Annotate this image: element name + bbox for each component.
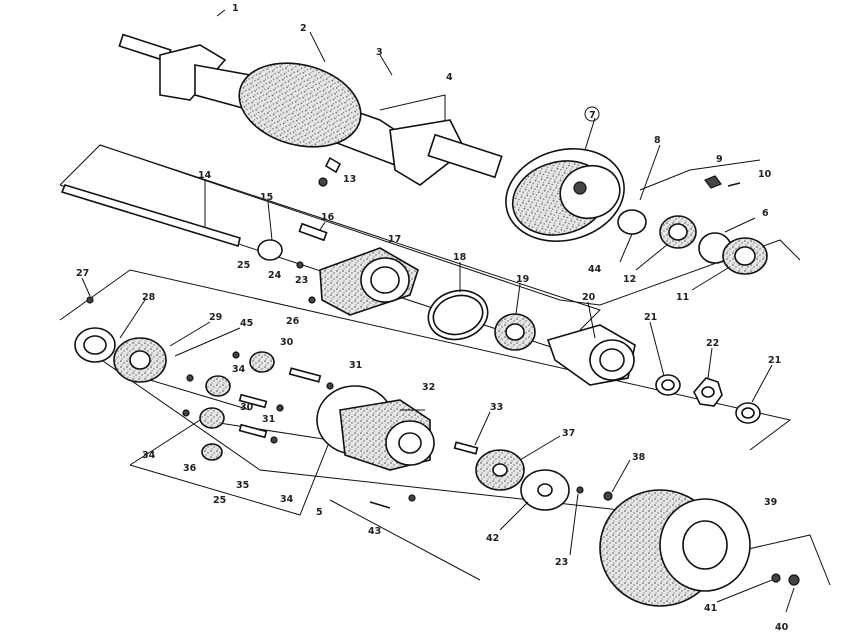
callout-19: 19 xyxy=(516,274,529,285)
callout-45: 45 xyxy=(240,318,253,329)
callout-14: 14 xyxy=(198,170,212,181)
callout-26: 26 xyxy=(286,316,300,327)
callout-25-a: 25 xyxy=(237,260,250,271)
callout-34-c: 34 xyxy=(280,494,294,505)
callout-5: 5 xyxy=(316,507,323,518)
callout-41: 41 xyxy=(704,603,717,614)
callout-21-a: 21 xyxy=(644,312,657,323)
brake-backing-plate xyxy=(505,148,625,242)
callout-23-b: 23 xyxy=(555,557,568,568)
thrust-plates xyxy=(369,449,613,511)
callout-24: 24 xyxy=(268,270,282,281)
callout-25-b: 25 xyxy=(213,495,226,506)
callout-30-b: 30 xyxy=(240,402,254,413)
half-shaft xyxy=(60,184,241,304)
callout-34-a: 34 xyxy=(232,364,246,375)
callout-17: 17 xyxy=(388,234,401,245)
callout-39: 39 xyxy=(764,497,777,508)
callout-4: 4 xyxy=(446,72,453,83)
axle-housing xyxy=(118,33,503,187)
wheel-hub xyxy=(257,222,419,316)
callout-28: 28 xyxy=(142,292,156,303)
callout-22: 22 xyxy=(706,338,719,349)
callout-7-ring xyxy=(584,106,600,122)
callout-7: 7 xyxy=(589,110,596,121)
callout-8: 8 xyxy=(654,135,661,146)
hub-carrier xyxy=(316,385,479,471)
callout-27: 27 xyxy=(76,268,89,279)
callout-31-b: 31 xyxy=(262,414,275,425)
callout-6: 6 xyxy=(762,208,769,219)
callout-29: 29 xyxy=(209,312,222,323)
hub-internals xyxy=(427,289,636,386)
callout-18: 18 xyxy=(453,252,467,263)
callout-3: 3 xyxy=(376,47,383,58)
callout-43: 43 xyxy=(368,526,381,537)
callout-34-b: 34 xyxy=(142,450,156,461)
callout-38: 38 xyxy=(632,452,646,463)
callout-9: 9 xyxy=(716,154,723,165)
callout-37: 37 xyxy=(562,428,575,439)
callout-31-a: 31 xyxy=(349,360,362,371)
callout-20: 20 xyxy=(582,292,596,303)
leader-lines xyxy=(81,9,795,613)
callout-35: 35 xyxy=(236,480,249,491)
callout-44: 44 xyxy=(588,264,602,275)
callout-23-a: 23 xyxy=(295,275,308,286)
callout-21-b: 21 xyxy=(768,355,781,366)
callout-2: 2 xyxy=(300,23,307,34)
callout-32: 32 xyxy=(422,382,435,393)
callout-16: 16 xyxy=(321,212,335,223)
lock-nuts xyxy=(655,374,761,424)
callout-11: 11 xyxy=(676,292,689,303)
callout-40: 40 xyxy=(775,622,789,633)
callout-1: 1 xyxy=(232,3,239,14)
callout-15: 15 xyxy=(260,192,273,203)
brake-drum xyxy=(599,489,800,607)
callout-42: 42 xyxy=(486,533,499,544)
planet-carrier-parts xyxy=(74,327,334,461)
callout-30-a: 30 xyxy=(280,337,294,348)
bearings-top xyxy=(617,175,768,275)
callout-labels: 1 2 3 4 7 8 9 10 6 13 14 15 16 17 18 19 … xyxy=(76,3,789,633)
callout-33: 33 xyxy=(490,402,503,413)
callout-12: 12 xyxy=(623,274,636,285)
callout-13: 13 xyxy=(343,174,356,185)
callout-36: 36 xyxy=(183,463,197,474)
callout-10: 10 xyxy=(758,169,772,180)
